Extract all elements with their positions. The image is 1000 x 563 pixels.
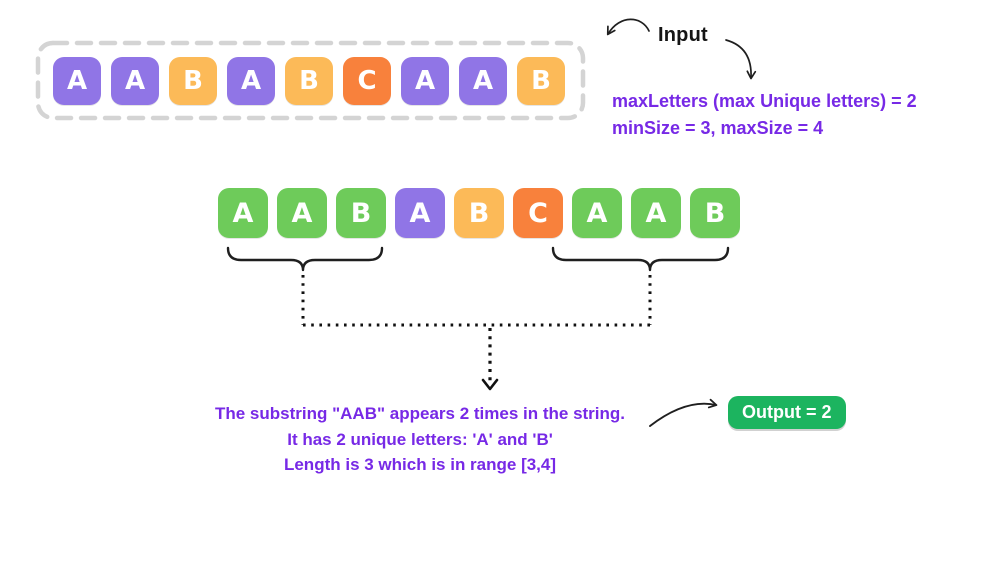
output-badge: Output = 2 — [728, 396, 846, 429]
input-tile-2: B — [169, 57, 217, 105]
input-tile-3: A — [227, 57, 275, 105]
window-tile-5: C — [513, 188, 563, 238]
input-param-sizes: minSize = 3, maxSize = 4 — [612, 118, 824, 138]
input-parameters: maxLetters (max Unique letters) = 2 minS… — [612, 88, 972, 142]
arrow-input-to-box-icon — [606, 18, 650, 36]
input-heading: Input — [658, 24, 708, 46]
input-string-row: A A B A B C A A B — [53, 57, 565, 105]
explanation-line-1: The substring "AAB" appears 2 times in t… — [214, 404, 626, 423]
input-tile-6: A — [401, 57, 449, 105]
input-tile-8: B — [517, 57, 565, 105]
window-tile-7: A — [631, 188, 681, 238]
explanation-text: The substring "AAB" appears 2 times in t… — [140, 401, 700, 478]
underbrace-right — [551, 246, 730, 272]
window-tile-2: B — [336, 188, 386, 238]
window-tile-6: A — [572, 188, 622, 238]
explanation-line-2: It has 2 unique letters: 'A' and 'B' — [287, 429, 553, 449]
window-tile-1: A — [277, 188, 327, 238]
window-tile-3: A — [395, 188, 445, 238]
input-tile-0: A — [53, 57, 101, 105]
window-tile-4: B — [454, 188, 504, 238]
arrow-input-to-params-icon — [725, 39, 757, 80]
underbrace-left — [226, 246, 384, 272]
input-param-maxletters: maxLetters (max Unique letters) = 2 — [612, 91, 917, 111]
dotted-arrowhead-icon — [481, 378, 499, 391]
input-tile-1: A — [111, 57, 159, 105]
window-tile-0: A — [218, 188, 268, 238]
explanation-line-3: Length is 3 which is in range [3,4] — [283, 455, 557, 474]
window-highlight-row: A A B A B C A A B — [218, 188, 740, 238]
input-tile-7: A — [459, 57, 507, 105]
input-tile-4: B — [285, 57, 333, 105]
input-tile-5: C — [343, 57, 391, 105]
window-tile-8: B — [690, 188, 740, 238]
